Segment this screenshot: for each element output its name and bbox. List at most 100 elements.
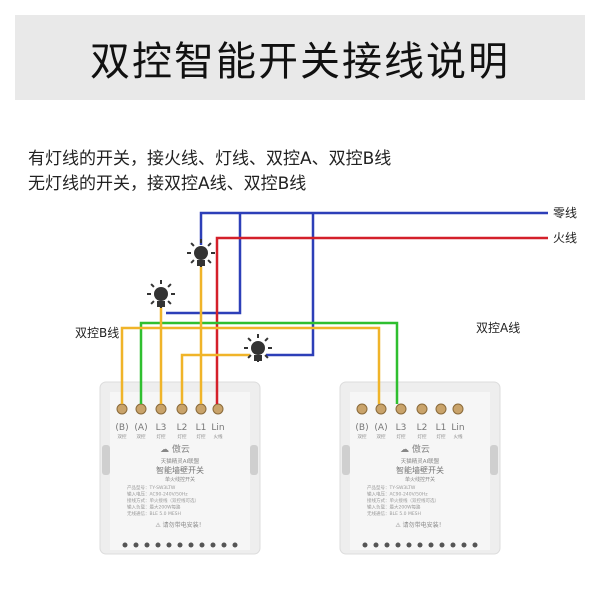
vent-hole [373,542,379,548]
terminal-sublabel: 灯控 [437,433,446,440]
mounting-slot [250,445,258,475]
terminal-sublabel: 火线 [214,433,223,440]
neutral-wire-main [199,211,548,245]
terminal-label: L2 [417,423,428,433]
terminal-label: L3 [396,423,407,433]
bulb-ray [150,300,155,305]
vent-hole [428,542,434,548]
terminal-screw [435,403,447,415]
vent-hole [461,542,467,548]
spec-line: 输入负载：最大200W每路 [367,504,421,511]
vent-hole [221,542,227,548]
description-line-2: 无灯线的开关，接双控A线、双控B线 [28,174,307,194]
bulb-ray [207,259,212,264]
vent-hole [199,542,205,548]
spec-line: 输入负载：最大200W每路 [127,504,181,511]
warning-text: ⚠ 请勿带电安装！ [395,521,444,529]
bulb-ray [247,337,252,342]
neutral-wire-lamp3 [266,213,315,357]
control-b-wire-label: 双控B线 [75,326,119,340]
lamp-1-bulb-icon [187,239,215,267]
control-a-wire [139,321,399,404]
spec-line: 产品型号：TY-SW3LTW [367,484,416,491]
terminal-label: L1 [436,423,447,433]
terminal-sublabel: 双控 [358,433,367,440]
bulb-ray [264,354,269,359]
terminal-sublabel: 灯控 [197,433,206,440]
bulb-ray [150,283,155,288]
terminal-screw [155,403,167,415]
vent-hole [188,542,194,548]
bulb-ray [190,259,195,264]
product-name: 智能墙壁开关 [396,465,444,475]
control-b-wire [120,326,381,404]
lamp3-wire [180,353,250,404]
product-subtitle: 单火线控开关 [165,476,195,483]
terminal-screw [395,403,407,415]
neutral-wire-label: 零线 [553,206,577,220]
terminal-sublabel: 灯控 [418,433,427,440]
vent-hole [362,542,368,548]
vent-hole [155,542,161,548]
bulb-ray [207,242,212,247]
spec-line: 接线方式：单火接线（双控线可选） [127,497,199,504]
vent-hole [406,542,412,548]
terminal-label: (B) [115,423,128,433]
bulb-ray [264,337,269,342]
terminal-label: L3 [156,423,167,433]
terminal-sublabel: 双控 [377,433,386,440]
spec-line: 接线方式：单火接线（双控线可选） [367,497,439,504]
terminal-screw [116,403,128,415]
terminal-label: (B) [355,423,368,433]
vent-hole [395,542,401,548]
bulb-glass [194,246,208,260]
bulb-ray [167,283,172,288]
terminal-screw [176,403,188,415]
bulb-glass [154,287,168,301]
alliance-text: 天猫精灵AI联盟 [401,457,440,465]
vent-hole [166,542,172,548]
brand-logo: ☁ 傲云 [160,443,190,455]
spec-line: 输入电压：AC90-240V/50Hz [127,491,188,498]
page-title: 双控智能开关接线说明 [90,38,510,85]
bulb-glass [251,341,265,355]
vent-hole [210,542,216,548]
live-wire [215,236,548,404]
terminal-label: (A) [134,423,147,433]
vent-hole [384,542,390,548]
brand-logo: ☁ 傲云 [400,443,430,455]
mounting-slot [490,445,498,475]
bulb-ray [247,354,252,359]
spec-line: 无线通信：BLE 5.0 MESH [367,510,421,517]
terminal-sublabel: 灯控 [178,433,187,440]
control-a-wire-label: 双控A线 [476,321,520,335]
terminal-label: Lin [211,423,224,433]
terminal-sublabel: 双控 [118,433,127,440]
terminal-sublabel: 灯控 [397,433,406,440]
terminal-sublabel: 火线 [454,433,463,440]
terminal-label: Lin [451,423,464,433]
spec-line: 输入电压：AC90-240V/50Hz [367,491,428,498]
bulb-ray [190,242,195,247]
terminal-screw [416,403,428,415]
vent-hole [122,542,128,548]
terminal-sublabel: 灯控 [157,433,166,440]
vent-hole [417,542,423,548]
terminal-screw [195,403,207,415]
vent-hole [177,542,183,548]
terminal-sublabel: 双控 [137,433,146,440]
vent-hole [232,542,238,548]
terminal-screw [135,403,147,415]
description-line-1: 有灯线的开关，接火线、灯线、双控A、双控B线 [28,149,392,169]
live-wire-label: 火线 [553,231,577,245]
product-subtitle: 单火线控开关 [405,476,435,483]
terminal-label: L1 [196,423,207,433]
neutral-wire-lamp2 [166,213,242,315]
lamp-3-bulb-icon [244,334,272,362]
terminal-screw [452,403,464,415]
vent-hole [472,542,478,548]
terminal-screw [375,403,387,415]
